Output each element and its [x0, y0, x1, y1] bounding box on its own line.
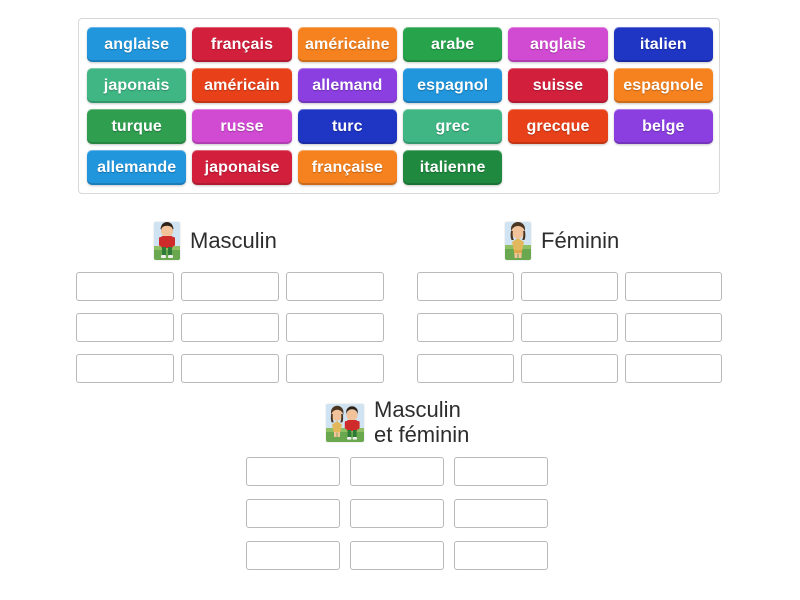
word-tile[interactable]: japonais	[87, 68, 187, 103]
word-tile-label: japonaise	[204, 158, 280, 176]
category-label: Masculin	[190, 227, 277, 253]
category-feminin: Féminin	[417, 222, 722, 383]
drop-slot[interactable]	[417, 354, 514, 383]
word-tile[interactable]: arabe	[402, 27, 503, 62]
drop-slot[interactable]	[521, 354, 618, 383]
category-header: Féminin	[505, 222, 722, 260]
drop-slot[interactable]	[625, 272, 722, 301]
word-tile-label: suisse	[532, 76, 584, 94]
word-tile[interactable]: anglaise	[87, 27, 187, 62]
word-tile-label: grec	[435, 117, 470, 135]
drop-slot[interactable]	[521, 313, 618, 342]
word-tile-label: japonais	[103, 76, 170, 94]
word-tile-label: anglaise	[104, 35, 170, 53]
drop-slot[interactable]	[417, 313, 514, 342]
drop-slot[interactable]	[286, 272, 384, 301]
drop-slot[interactable]	[246, 499, 340, 529]
word-tile-placeholder	[508, 150, 607, 185]
drop-slot[interactable]	[625, 354, 722, 383]
drop-slot[interactable]	[246, 457, 340, 487]
word-tile-label: espagnole	[623, 76, 704, 94]
word-bank-row: japonais américain allemand espagnol sui…	[87, 68, 713, 103]
word-tile-label: turc	[332, 117, 363, 135]
category-header: Masculin et féminin	[326, 397, 548, 447]
word-tile[interactable]: grec	[402, 109, 503, 144]
category-label: Masculin et féminin	[374, 397, 470, 447]
drop-slot[interactable]	[350, 499, 444, 529]
drop-slot[interactable]	[350, 541, 444, 571]
word-tile[interactable]: allemande	[87, 150, 187, 185]
word-tile-label: italienne	[419, 158, 486, 176]
drop-slot[interactable]	[521, 272, 618, 301]
word-bank-row: turque russe turc grec grecque belge	[87, 109, 713, 144]
word-tile[interactable]: française	[297, 150, 397, 185]
drop-slot[interactable]	[417, 272, 514, 301]
word-tile[interactable]: italienne	[402, 150, 503, 185]
drop-slot[interactable]	[286, 313, 384, 342]
drop-slot[interactable]	[76, 272, 174, 301]
drop-slot[interactable]	[76, 354, 174, 383]
drop-slot[interactable]	[454, 499, 548, 529]
drop-slot[interactable]	[246, 541, 340, 571]
word-tile-label: français	[210, 35, 274, 53]
word-tile-label: russe	[220, 117, 264, 135]
girl-avatar-icon	[505, 222, 531, 260]
drop-slot[interactable]	[181, 354, 279, 383]
drop-zone-grid	[246, 457, 548, 571]
drop-slot[interactable]	[350, 457, 444, 487]
word-tile[interactable]: turc	[297, 109, 397, 144]
word-tile-label: allemand	[312, 76, 383, 94]
category-masculin: Masculin	[76, 222, 384, 383]
word-tile[interactable]: suisse	[508, 68, 608, 103]
word-tile-label: anglais	[530, 35, 586, 53]
word-tile-label: arabe	[431, 35, 475, 53]
word-tile-label: grecque	[526, 117, 590, 135]
word-tile[interactable]: espagnole	[613, 68, 713, 103]
word-tile-label: allemande	[97, 158, 177, 176]
drop-slot[interactable]	[625, 313, 722, 342]
word-tile[interactable]: turque	[87, 109, 187, 144]
word-tile[interactable]: russe	[192, 109, 292, 144]
category-header: Masculin	[154, 222, 384, 260]
word-tile-label: américaine	[305, 35, 390, 53]
drop-slot[interactable]	[286, 354, 384, 383]
boy-and-girl-avatar-icon	[326, 403, 364, 442]
word-tile[interactable]: américaine	[297, 27, 397, 62]
word-bank-row: anglaise français américaine arabe angla…	[87, 27, 713, 62]
word-tile-label: espagnol	[417, 76, 489, 94]
word-tile-placeholder	[614, 150, 713, 185]
category-label: Féminin	[541, 227, 620, 253]
drop-zone-grid	[417, 272, 722, 383]
word-tile[interactable]: espagnol	[402, 68, 503, 103]
drop-zone-grid	[76, 272, 384, 383]
boy-avatar-icon	[154, 222, 180, 260]
word-tile-label: italien	[639, 35, 687, 53]
category-masculin-et-feminin: Masculin et féminin	[246, 397, 548, 571]
word-tile[interactable]: grecque	[508, 109, 608, 144]
word-tile[interactable]: américain	[192, 68, 292, 103]
word-bank: anglaise français américaine arabe angla…	[78, 18, 720, 194]
drop-slot[interactable]	[181, 272, 279, 301]
word-bank-row: allemande japonaise française italienne	[87, 150, 713, 185]
word-tile-label: américain	[204, 76, 280, 94]
word-tile[interactable]: japonaise	[192, 150, 292, 185]
drop-slot[interactable]	[454, 457, 548, 487]
drop-slot[interactable]	[76, 313, 174, 342]
word-tile[interactable]: belge	[613, 109, 713, 144]
word-tile[interactable]: allemand	[297, 68, 397, 103]
drop-slot[interactable]	[454, 541, 548, 571]
drop-slot[interactable]	[181, 313, 279, 342]
word-tile-label: turque	[111, 117, 162, 135]
word-tile[interactable]: anglais	[508, 27, 608, 62]
word-tile[interactable]: italien	[613, 27, 713, 62]
word-tile[interactable]: français	[192, 27, 292, 62]
word-tile-label: belge	[642, 117, 685, 135]
word-tile-label: française	[311, 158, 383, 176]
